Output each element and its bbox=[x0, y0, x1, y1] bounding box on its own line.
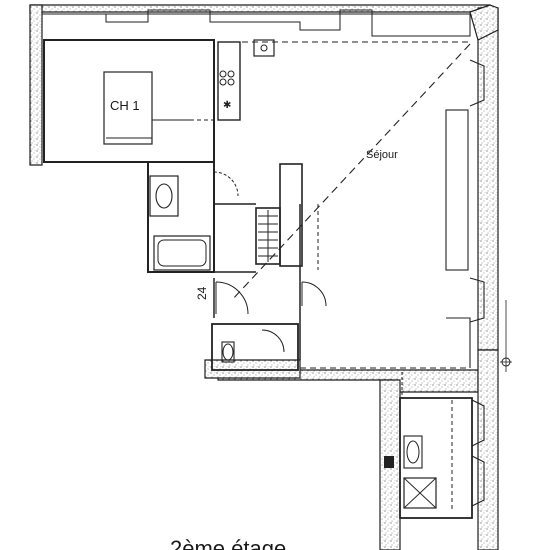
door-swing-icon bbox=[215, 281, 249, 315]
wall-lower-right bbox=[477, 349, 499, 550]
bathroom bbox=[147, 161, 239, 273]
door-swing-icon bbox=[261, 329, 285, 353]
wall-wc-bottom bbox=[204, 359, 301, 379]
kitchen-counter bbox=[217, 41, 241, 121]
living-room bbox=[231, 41, 512, 372]
wall-left bbox=[29, 4, 43, 166]
hallway bbox=[213, 203, 327, 360]
washbasin-icon bbox=[403, 435, 423, 469]
lower-bathroom-outline bbox=[399, 397, 473, 519]
stove-icon bbox=[219, 70, 235, 86]
lower-bathroom bbox=[384, 372, 485, 519]
svg-text:✱: ✱ bbox=[223, 100, 231, 111]
wall-right bbox=[477, 7, 499, 351]
bathtub-icon bbox=[153, 235, 211, 271]
wc-outline bbox=[211, 323, 299, 371]
wall-right-corner bbox=[469, 4, 499, 41]
floor-title: 2ème étage bbox=[170, 536, 286, 550]
diagonal-line bbox=[231, 43, 471, 301]
door-dimension: 24 bbox=[195, 286, 209, 300]
toilet-icon bbox=[221, 341, 235, 363]
staircase-icon bbox=[255, 163, 303, 267]
wall-top bbox=[29, 4, 491, 13]
bedroom bbox=[43, 39, 215, 163]
living-room-label: Séjour bbox=[366, 149, 398, 161]
bedroom-label: CH 1 bbox=[110, 98, 140, 113]
wc bbox=[211, 323, 299, 371]
sink-icon bbox=[253, 39, 275, 57]
shower-icon bbox=[403, 477, 437, 509]
wall-top-inner bbox=[42, 9, 471, 37]
bed bbox=[103, 71, 153, 145]
exterior-walls bbox=[29, 4, 499, 550]
bathroom-outline bbox=[147, 161, 215, 273]
kitchen: ✱ bbox=[217, 39, 275, 121]
door-swing-icon bbox=[301, 281, 327, 307]
washbasin-icon bbox=[149, 175, 179, 217]
window-recess bbox=[445, 109, 469, 271]
door-swing-icon bbox=[213, 171, 239, 197]
